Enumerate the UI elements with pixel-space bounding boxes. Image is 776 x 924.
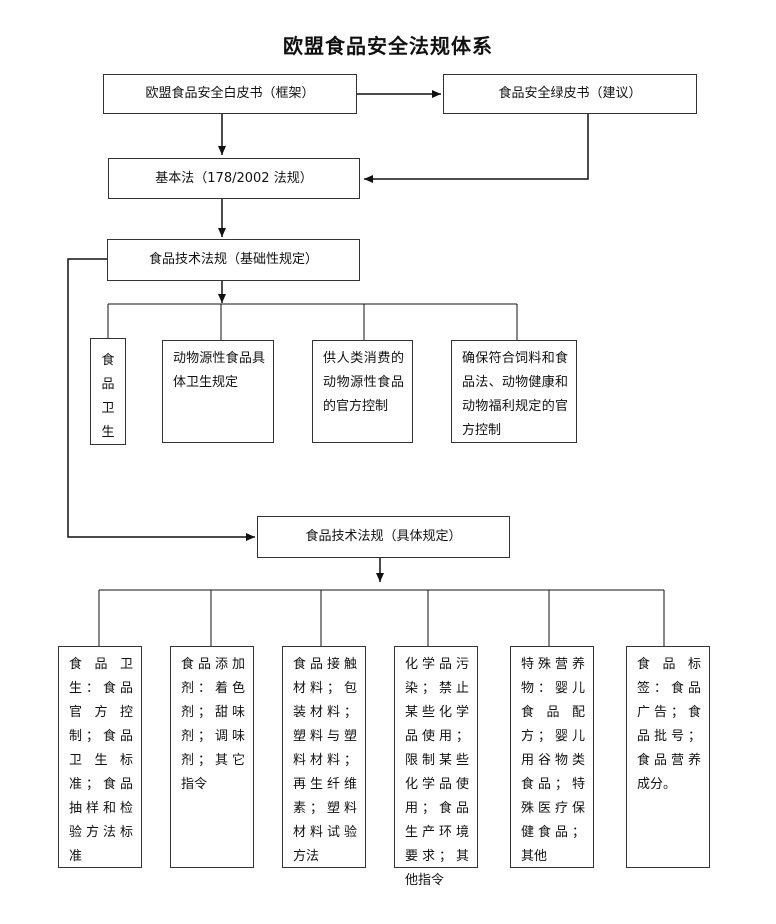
basic-law-box: 基本法（178/2002 法规） [108, 158, 360, 199]
specific-child-special-nutrition: 特殊营养物：婴儿食品配方；婴儿用谷物类食品；特殊医疗保健食品；其他 [510, 646, 594, 868]
specific-child-food-hygiene: 食品卫生：食品官方控制；食品卫生标准；食品抽样和检验方法标准 [58, 646, 142, 868]
green-paper-box: 食品安全绿皮书（建议） [443, 74, 697, 114]
specific-child-labelling: 食品标签：食品广告；食品批号；食品营养成分。 [626, 646, 710, 868]
specific-child-chemical-contamination: 化学品污染；禁止某些化学品使用；限制某些化学品使用；食品生产环境要求；其他指令 [394, 646, 478, 888]
tech-specific-box: 食品技术法规（具体规定） [257, 516, 510, 558]
tech-general-box: 食品技术法规（基础性规定） [107, 239, 360, 281]
general-child-animal-origin-hygiene: 动物源性食品具体卫生规定 [162, 340, 274, 443]
diagram-title: 欧盟食品安全法规体系 [283, 34, 493, 58]
specific-child-contact-materials: 食品接触材料；包装材料；塑料与塑料材料；再生纤维素；塑料材料试验方法 [282, 646, 366, 868]
white-paper-box: 欧盟食品安全白皮书（框架） [103, 74, 357, 114]
general-child-food-hygiene: 食品卫生 [90, 338, 126, 445]
general-child-feed-food-control: 确保符合饲料和食品法、动物健康和动物福利规定的官方控制 [451, 340, 577, 443]
specific-child-additives: 食品添加剂：着色剂；甜味剂；调味剂；其它指令 [170, 646, 254, 868]
general-child-animal-origin-control: 供人类消费的动物源性食品的官方控制 [312, 340, 413, 443]
